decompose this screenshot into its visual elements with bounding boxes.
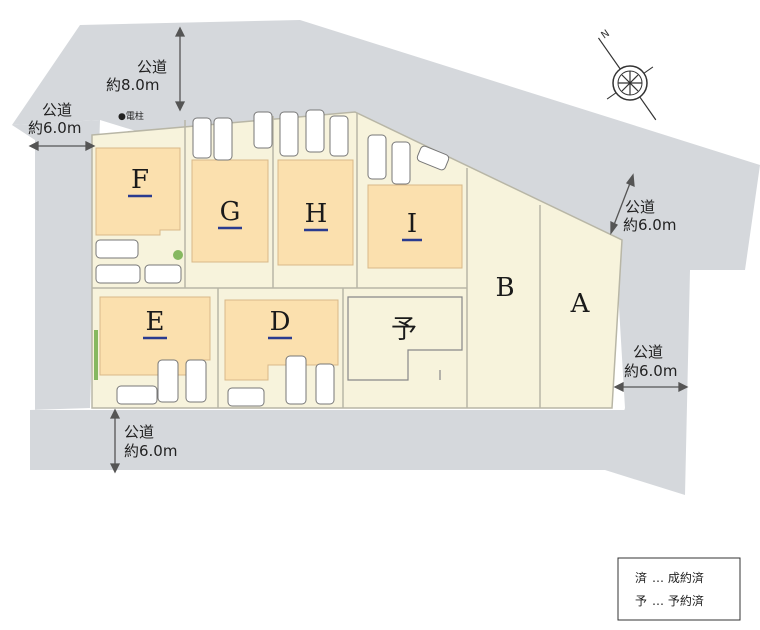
road-east <box>605 210 745 495</box>
house-G <box>191 159 269 263</box>
road-south <box>30 410 685 470</box>
road-labels: 公道 約8.0m 公道 約6.0m 公道 約6.0m 公道 約6.0m 公道 約… <box>28 58 677 460</box>
parking-cars <box>95 109 450 407</box>
lot-reserved-label: 予 <box>391 315 417 345</box>
house-H <box>277 159 354 266</box>
road-north-left-name: 公道 <box>42 101 72 119</box>
road-east-lower-width: 約6.0m <box>624 362 677 380</box>
road-south-name: 公道 <box>124 423 154 441</box>
road-east-upper-name: 公道 <box>625 198 655 216</box>
lot-D-label: D <box>270 307 291 337</box>
buildings <box>95 147 463 381</box>
compass-north-letter: N <box>599 28 611 41</box>
road-east-upper-width: 約6.0m <box>623 216 676 234</box>
reserved-building-outline <box>347 296 463 381</box>
road-east-lower-name: 公道 <box>633 343 663 361</box>
lot-H-label: H <box>305 199 328 229</box>
road-north-upper-width: 約8.0m <box>106 76 159 94</box>
road-south-width: 約6.0m <box>124 442 177 460</box>
utility-pole-label: ●電柱 <box>118 110 144 122</box>
legend-sold-symbol: 済 <box>635 570 647 585</box>
lot-dividers <box>92 113 541 408</box>
utility-pole: ●電柱 <box>118 110 144 122</box>
legend-reserved-symbol: 予 <box>635 594 647 608</box>
house-D <box>224 299 339 381</box>
legend-sold-text: … 成約済 <box>652 570 704 585</box>
lot-F-label: F <box>131 165 149 195</box>
greenery <box>94 250 183 380</box>
house-F <box>95 147 181 236</box>
legend-box <box>617 557 741 621</box>
lot-B-label: B <box>495 273 514 303</box>
lot-labels: F G H I E D 予 B A <box>128 165 591 345</box>
road-north-left-width: 約6.0m <box>28 119 81 137</box>
legend-reserved-text: … 予約済 <box>652 593 704 608</box>
lot-I-label: I <box>407 209 417 239</box>
lot-E-label: E <box>146 307 165 337</box>
lot-A-label: A <box>570 289 591 319</box>
road-west <box>12 120 100 470</box>
lot-G-label: G <box>220 197 241 227</box>
road-north-upper-name: 公道 <box>137 58 167 76</box>
house-I <box>367 184 463 269</box>
legend: 済 … 成約済 予 … 予約済 <box>617 557 741 621</box>
dimension-arrows <box>28 26 689 474</box>
